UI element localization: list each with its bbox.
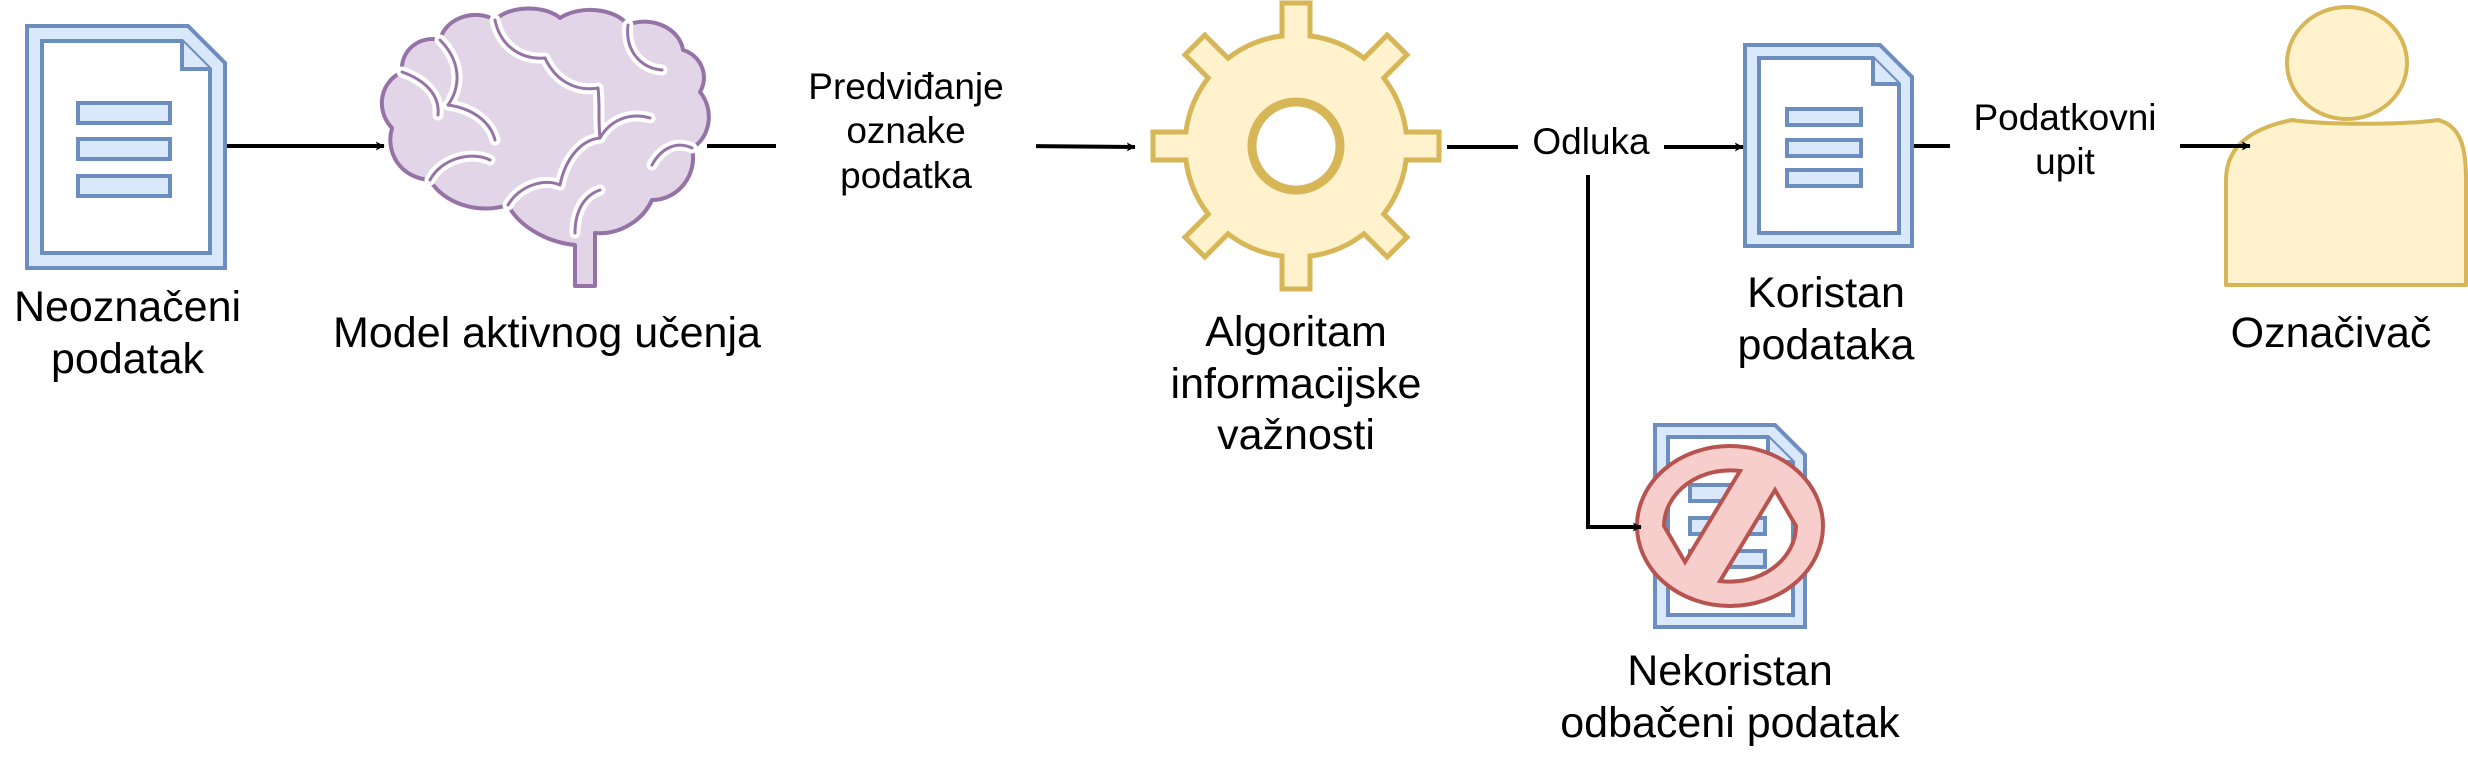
- node-label-useless: Nekoristan odbačeni podatak: [1560, 647, 1900, 747]
- edge-algorithm-decision: [1447, 142, 1744, 532]
- node-label-model: Model aktivnog učenja: [333, 309, 761, 357]
- edge-label-decision: Odluka: [1518, 120, 1664, 165]
- forbidden-document-icon: [1634, 423, 1826, 629]
- edge-label-query: Podatkovni upit: [1950, 96, 2180, 185]
- node-label-annotator: Označivač: [2230, 309, 2432, 357]
- node-label-unlabeled: Neoznačeni podatak: [13, 283, 242, 383]
- edge-label-prediction: Predviđanje oznake podatka: [776, 65, 1036, 199]
- unlabeled-document-icon: [25, 24, 227, 270]
- brain-icon: [379, 6, 711, 288]
- user-icon: [2224, 5, 2468, 287]
- useful-document-icon: [1743, 43, 1914, 248]
- node-label-algorithm: Algoritam informacijske važnosti: [1170, 308, 1422, 460]
- node-label-useful: Koristan podataka: [1737, 269, 1915, 369]
- gear-icon: [1150, 0, 1442, 292]
